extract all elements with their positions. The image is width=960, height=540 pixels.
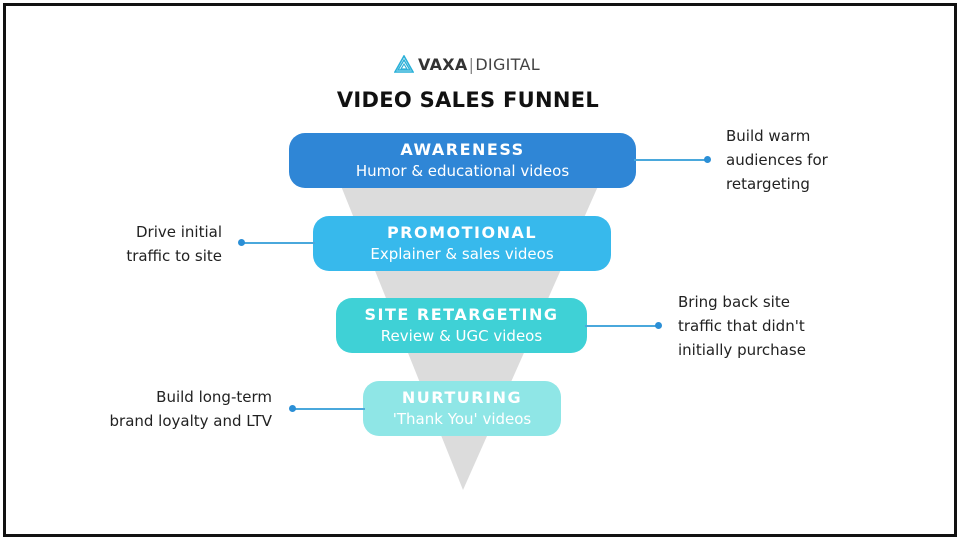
- brand-separator: |: [468, 54, 475, 74]
- slide-frame: VAXA|DIGITAL VIDEO SALES FUNNEL AWARENES…: [3, 3, 957, 537]
- stage-promotional: PROMOTIONAL Explainer & sales videos: [313, 216, 611, 271]
- stage-nurturing: NURTURING 'Thank You' videos: [363, 381, 561, 436]
- note-line: Build long-term: [156, 388, 272, 406]
- stage-subtitle: 'Thank You' videos: [392, 410, 532, 428]
- note-line: Drive initial: [135, 223, 222, 241]
- note-line: traffic to site: [126, 247, 222, 265]
- connector-dot: [704, 156, 711, 163]
- note-line: audiences for: [726, 151, 828, 169]
- connector-awareness: [634, 159, 708, 161]
- stage-subtitle: Explainer & sales videos: [370, 245, 554, 263]
- connector-dot: [655, 322, 662, 329]
- note-line: traffic that didn't: [678, 317, 805, 335]
- stage-site-retargeting: SITE RETARGETING Review & UGC videos: [336, 298, 587, 353]
- note-line: retargeting: [726, 175, 810, 193]
- note-line: Bring back site: [678, 293, 790, 311]
- brand-name-light: DIGITAL: [475, 54, 540, 74]
- stage-subtitle: Humor & educational videos: [355, 162, 570, 180]
- stage-name: PROMOTIONAL: [386, 223, 538, 242]
- stage-name: SITE RETARGETING: [364, 305, 559, 324]
- note-line: brand loyalty and LTV: [109, 412, 273, 430]
- brand-logo: VAXA|DIGITAL: [394, 53, 540, 75]
- note-promotional: Drive initial traffic to site: [96, 220, 222, 268]
- connector-dot: [289, 405, 296, 412]
- note-line: Build warm: [726, 127, 811, 145]
- connector-promotional: [242, 242, 315, 244]
- note-site-retargeting: Bring back site traffic that didn't init…: [678, 290, 806, 362]
- connector-dot: [238, 239, 245, 246]
- brand-name-bold: VAXA: [418, 54, 468, 74]
- stage-subtitle: Review & UGC videos: [380, 327, 543, 345]
- connector-nurturing: [293, 408, 365, 410]
- stage-name: NURTURING: [401, 388, 523, 407]
- note-nurturing: Build long-term brand loyalty and LTV: [66, 385, 273, 433]
- vaxa-triangle-icon: [394, 55, 414, 73]
- page-title: VIDEO SALES FUNNEL: [336, 88, 600, 112]
- connector-site-retargeting: [585, 325, 659, 327]
- note-line: initially purchase: [678, 341, 806, 359]
- note-awareness: Build warm audiences for retargeting: [726, 124, 828, 196]
- stage-name: AWARENESS: [400, 140, 525, 159]
- stage-awareness: AWARENESS Humor & educational videos: [289, 133, 636, 188]
